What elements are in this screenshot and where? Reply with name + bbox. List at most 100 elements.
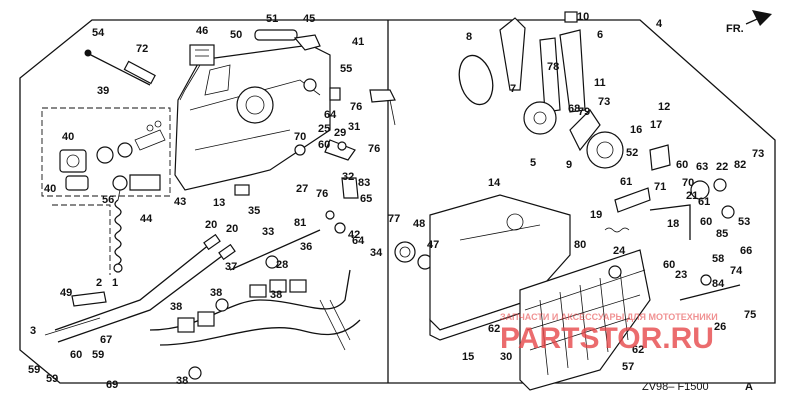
part-callout: 45: [303, 13, 315, 25]
part-callout: 7: [510, 83, 516, 95]
part-callout: 81: [294, 217, 306, 229]
part-callout: 70: [682, 177, 694, 189]
part-callout: 23: [675, 269, 687, 281]
watermark: ЗАПЧАСТИ И АКСЕССУАРЫ ДЛЯ МОТОТЕХНИКИ PA…: [500, 312, 718, 355]
part-callout: 60: [676, 159, 688, 171]
part-callout: 85: [716, 228, 728, 240]
part-callout: 38: [170, 301, 182, 313]
shift-linkage: [604, 144, 741, 301]
drawing-code-suffix: A: [745, 381, 753, 393]
part-callout: 5: [530, 157, 536, 169]
part-callout: 75: [744, 309, 756, 321]
part-callout: 82: [734, 159, 746, 171]
part-callout: 52: [626, 147, 638, 159]
part-callout: 4: [656, 18, 663, 30]
bolt-and-pin: [84, 49, 156, 86]
part-callout: 66: [740, 245, 752, 257]
part-callout: 18: [667, 218, 679, 230]
part-callout: 58: [712, 253, 724, 265]
lever-pivot-parts: [234, 87, 396, 234]
part-callout: 47: [427, 239, 439, 251]
part-callout: 33: [262, 226, 274, 238]
ignition-switch-group: [59, 120, 166, 191]
part-callout: 27: [296, 183, 308, 195]
part-callout: 44: [140, 213, 153, 225]
part-callout: 41: [352, 36, 364, 48]
front-direction-label: FR.: [726, 23, 744, 35]
part-callout: 62: [488, 323, 500, 335]
part-callout: 3: [30, 325, 36, 337]
part-callout: 42: [348, 229, 360, 241]
part-callout: 69: [106, 379, 118, 391]
part-callout: 39: [97, 85, 109, 97]
part-callout: 24: [613, 245, 626, 257]
part-callout: 34: [370, 247, 383, 259]
part-callout: 64: [352, 235, 365, 247]
emergency-stop-switch: [112, 174, 161, 273]
housing-cover-strip: [254, 29, 298, 41]
part-callout: 51: [266, 13, 278, 25]
part-callout: 28: [276, 259, 288, 271]
part-callout: 6: [597, 29, 603, 41]
part-callout: 49: [60, 287, 72, 299]
part-callout: 48: [413, 218, 425, 230]
part-callout: 62: [632, 344, 644, 356]
part-callout: 76: [316, 188, 328, 200]
friction-plates: [559, 11, 624, 169]
side-cover: [429, 194, 571, 341]
part-callout: 54: [92, 27, 105, 39]
part-callout: 12: [658, 101, 670, 113]
part-callout: 26: [714, 321, 726, 333]
part-callout: 20: [226, 223, 238, 235]
part-callout: 72: [136, 43, 148, 55]
part-callout: 16: [630, 124, 642, 136]
control-box-housing: [174, 44, 331, 191]
drawing-code: ZV98– F1500: [642, 381, 709, 393]
part-callout: 83: [358, 177, 370, 189]
part-callout: 30: [500, 351, 512, 363]
part-callout: 84: [712, 278, 725, 290]
part-callout: 31: [348, 121, 360, 133]
part-callout: 67: [100, 334, 112, 346]
part-callout: 9: [566, 159, 572, 171]
part-callout: 73: [598, 96, 610, 108]
part-callouts: 1 2 3 4 5 6 7 8 9 10 11 12 13 14 15 16 1…: [28, 11, 764, 391]
part-callout: 14: [488, 177, 501, 189]
part-callout: 65: [360, 193, 372, 205]
part-callout: 57: [622, 361, 634, 373]
part-callout: 10: [577, 11, 589, 23]
part-callout: 38: [176, 375, 188, 387]
part-callout: 38: [210, 287, 222, 299]
part-callout: 64: [324, 109, 337, 121]
part-callout: 61: [698, 196, 710, 208]
part-callout: 29: [334, 127, 346, 139]
part-callout: 11: [594, 77, 606, 89]
watermark-logo: PARTSTOR.RU: [500, 322, 714, 355]
part-callout: 78: [547, 61, 559, 73]
part-callout: 2: [96, 277, 102, 289]
part-callout: 32: [342, 171, 354, 183]
assembly-outline: [19, 19, 776, 384]
front-direction-arrow: FR.: [726, 10, 772, 35]
control-lever: [458, 17, 561, 135]
part-callout: 59: [28, 364, 40, 376]
part-callout: 76: [368, 143, 380, 155]
grille-panel: [519, 249, 651, 391]
part-callout: 1: [112, 277, 118, 289]
part-callout: 22: [716, 161, 728, 173]
part-callout: 43: [174, 196, 186, 208]
throttle-shift-cables: [44, 233, 236, 343]
part-callout: 8: [466, 31, 472, 43]
part-callout: 20: [205, 219, 217, 231]
part-callout: 50: [230, 29, 242, 41]
part-callout: 36: [300, 241, 312, 253]
part-callout: 60: [318, 139, 330, 151]
part-callout: 68: [568, 103, 580, 115]
wire-harness: [149, 229, 361, 380]
part-callout: 38: [270, 289, 282, 301]
part-callout: 61: [620, 176, 632, 188]
part-callout: 76: [350, 101, 362, 113]
part-callout: 63: [696, 161, 708, 173]
part-callout: 55: [340, 63, 352, 75]
